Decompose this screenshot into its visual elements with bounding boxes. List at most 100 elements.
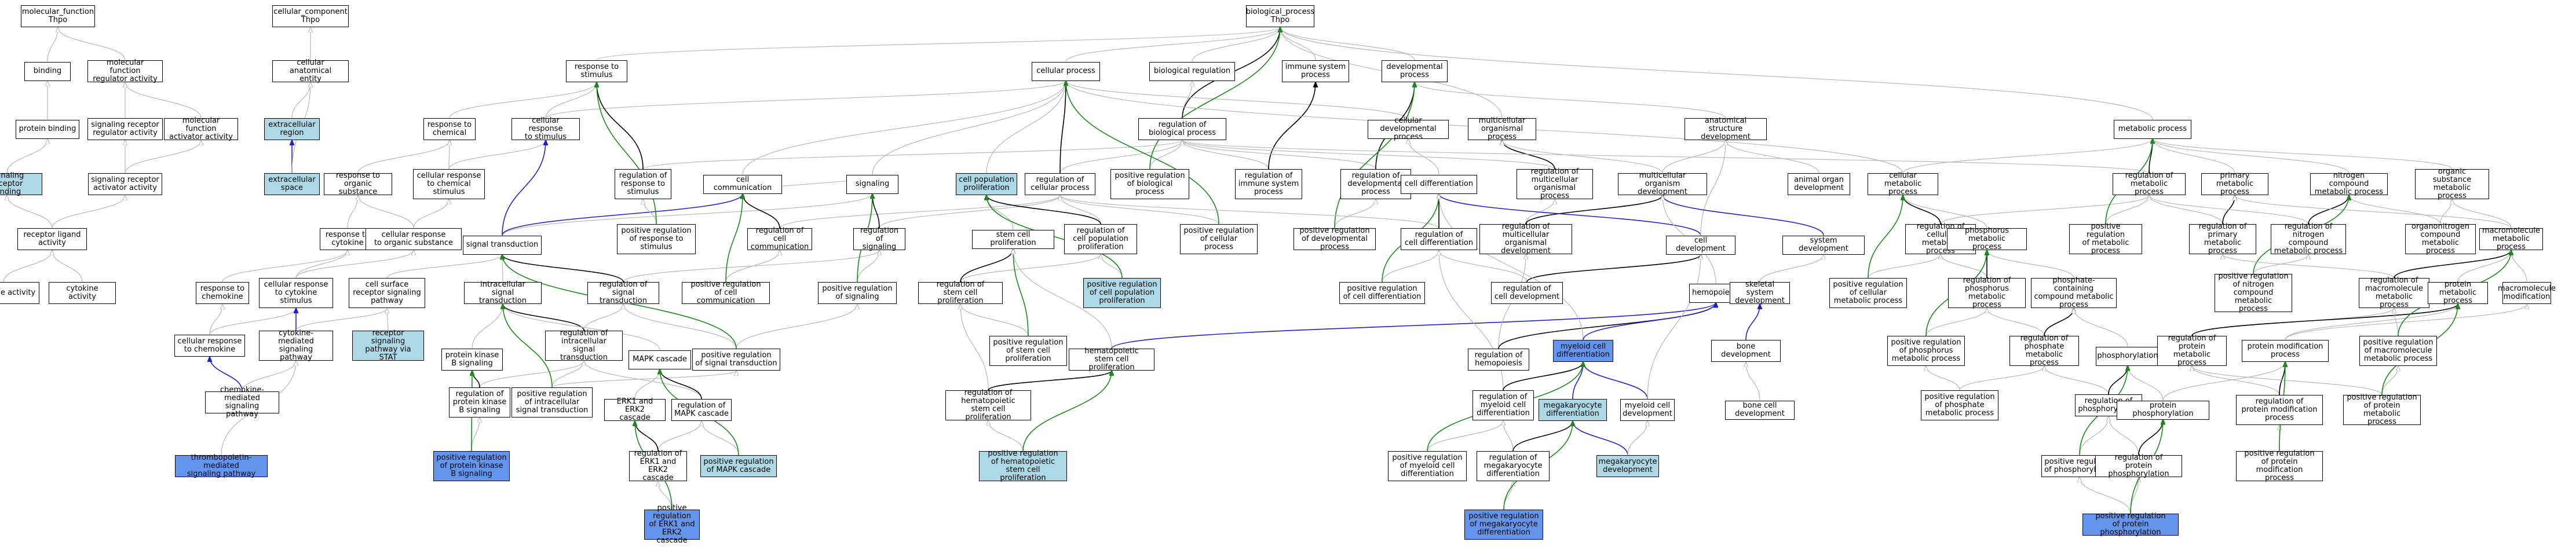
edge-prsig-rsig <box>857 250 879 283</box>
go-term-cae: cellular anatomical entity <box>272 59 349 83</box>
edge-protphos-protmod <box>2162 362 2285 401</box>
go-term-crchem: cellular response to chemokine <box>174 335 245 357</box>
go-term-prscp: positive regulation of stem cell prolife… <box>989 336 1067 366</box>
edge-st-cc2 <box>502 194 743 236</box>
edge-sraa-mfaa <box>125 140 201 174</box>
edge-ncmp-mp <box>2153 139 2350 174</box>
go-term-prhscp: positive regulation of hematopoietic ste… <box>979 450 1067 482</box>
edge-cros-crcs <box>413 199 449 229</box>
edge-rscp-rcpp <box>960 254 1101 283</box>
go-term-megdev: megakaryocyte development <box>1596 455 1659 477</box>
edge-rla-srb <box>7 195 53 229</box>
edge-prphcmp-prphmp <box>1926 366 1960 391</box>
edge-rmacmp-rpmp <box>2223 254 2395 279</box>
edge-prcmp-cmp <box>1868 195 1903 279</box>
edge-rcmp-rmp <box>1940 195 2149 225</box>
edge-ca-rla <box>52 250 83 283</box>
go-term-pmp: primary metabolic process <box>2201 172 2268 196</box>
go-term-rla: receptor ligand activity <box>17 228 87 250</box>
edge-bcdev-bonedev <box>1746 362 1760 401</box>
edge-prphmp-rphmp <box>1925 308 1987 336</box>
edge-rncmp-rmp <box>2149 195 2309 225</box>
edge-prcp-rcp <box>1060 195 1219 225</box>
edge-rrs-robp <box>642 140 1182 170</box>
edge-protmod-protmp <box>2285 304 2458 340</box>
go-term-prpkbs: positive regulation of protein kinase B … <box>433 451 510 481</box>
go-term-prprotmod: positive regulation of protein modificat… <box>2236 450 2323 482</box>
go-term-rcd: regulation of cell differentiation <box>1401 228 1477 250</box>
edge-pmp-mp <box>2153 139 2235 174</box>
edge-rphcmp-rphmp <box>1987 308 2045 336</box>
edge-rdp-robp <box>1182 140 1376 170</box>
go-term-protmod: protein modification process <box>2242 340 2329 362</box>
edge-rprotphos-rphos <box>2109 416 2139 456</box>
edge-rtchem-rtcyt <box>222 250 348 283</box>
edge-rist-ist <box>503 304 584 331</box>
go-term-rts: response to stimulus <box>566 60 627 82</box>
edge-rmp-robp <box>1182 140 2150 174</box>
go-term-rsig: regulation of signaling <box>853 227 905 251</box>
edge-prphcmp-rphcmp <box>1959 366 2044 391</box>
edge-macmp-osmp <box>2452 199 2512 229</box>
go-term-prcpp: positive regulation of cell population p… <box>1083 278 1161 308</box>
go-term-cpp: cell population proliferation <box>956 173 1017 195</box>
go-term-cp: cellular process <box>1032 61 1100 81</box>
go-term-cmsp2: chemokine-mediated signaling pathway <box>205 386 279 419</box>
go-term-rrs: regulation of response to stimulus <box>615 169 671 199</box>
edge-crchem-rtchem <box>209 304 222 335</box>
go-term-binding: binding <box>24 61 71 81</box>
edge-mp-bp <box>1280 27 2153 120</box>
go-term-rmop: regulation of multicellular organismal p… <box>1517 168 1593 200</box>
edge-phmp-cmp <box>1903 195 1987 229</box>
edge-aod-asd <box>1726 140 1819 174</box>
edge-rmegdiff-rmcd <box>1503 420 1514 452</box>
edge-rprotmod-rprotmp <box>2192 366 2280 395</box>
edge-rpmp-rmp <box>2149 195 2223 225</box>
go-term-mcdev: myeloid cell development <box>1620 399 1675 421</box>
go-term-rmp: regulation of metabolic process <box>2113 172 2186 196</box>
go-term-isp: immune system process <box>1282 60 1349 82</box>
go-term-crcyt: cellular response to cytokine stimulus <box>259 278 333 308</box>
edge-hscp-hemo <box>1111 303 1716 349</box>
edge-prcpp-cpp <box>986 195 1123 279</box>
go-term-cc: cellular_component Thpo <box>272 5 349 27</box>
go-term-rcdev: regulation of cell development <box>1491 282 1563 304</box>
go-term-rmapk: regulation of MAPK cascade <box>671 399 732 421</box>
edge-hscp-scp <box>1013 249 1112 349</box>
go-term-erk: ERK1 and ERK2 cascade <box>604 398 666 422</box>
edge-prbp-bp <box>1149 27 1280 170</box>
edge-mod-mop <box>1502 140 1663 174</box>
go-term-cc2: cell communication <box>703 174 782 194</box>
edge-srb-protbind <box>6 139 47 174</box>
edge-rcp-cp <box>1059 81 1066 174</box>
edge-ssd-mod <box>1662 195 1824 236</box>
go-term-prcc: positive regulation of cell communicatio… <box>682 281 770 305</box>
go-term-devp: developmental process <box>1382 60 1448 82</box>
edge-rcpp-cpp <box>986 195 1101 225</box>
edge-phos-pccmp <box>2074 308 2128 347</box>
go-term-bcdev: bone cell development <box>1725 400 1795 420</box>
edge-prist-prst <box>551 371 736 388</box>
go-term-ecr: extracellular region <box>264 118 320 140</box>
edge-prcmp-rcmp <box>1868 254 1941 279</box>
edge-prphos-rphos <box>2079 416 2109 456</box>
go-term-rcpp: regulation of cell population proliferat… <box>1064 224 1137 254</box>
go-term-ha: hormone activity <box>0 282 39 304</box>
edge-rmapk-rist <box>584 361 702 400</box>
edge-prcc-rcc <box>725 250 780 283</box>
go-term-tmsp: thrombopoietin-mediated signaling pathwa… <box>175 454 268 478</box>
edge-bonedev-ssdev <box>1745 304 1760 340</box>
edge-mcdev-mcd <box>1583 362 1648 400</box>
edge-cc2-cp <box>742 81 1066 175</box>
go-term-mp: metabolic process <box>2114 119 2191 139</box>
go-term-prmacmp: positive regulation of macromolecule met… <box>2359 336 2437 366</box>
go-term-rtchem: response to chemokine <box>196 282 249 304</box>
go-term-prphcmp: positive regulation of phosphate metabol… <box>1921 390 1998 420</box>
go-term-macmod: macromolecule modification <box>2498 282 2556 304</box>
go-term-asd: anatomical structure development <box>1685 117 1767 141</box>
go-term-rncmp: regulation of nitrogen compound metaboli… <box>2271 223 2346 255</box>
edge-rtos-rtc <box>357 140 450 174</box>
edge-rtc-rts <box>449 82 597 119</box>
edge-risp-isp <box>1268 82 1316 170</box>
